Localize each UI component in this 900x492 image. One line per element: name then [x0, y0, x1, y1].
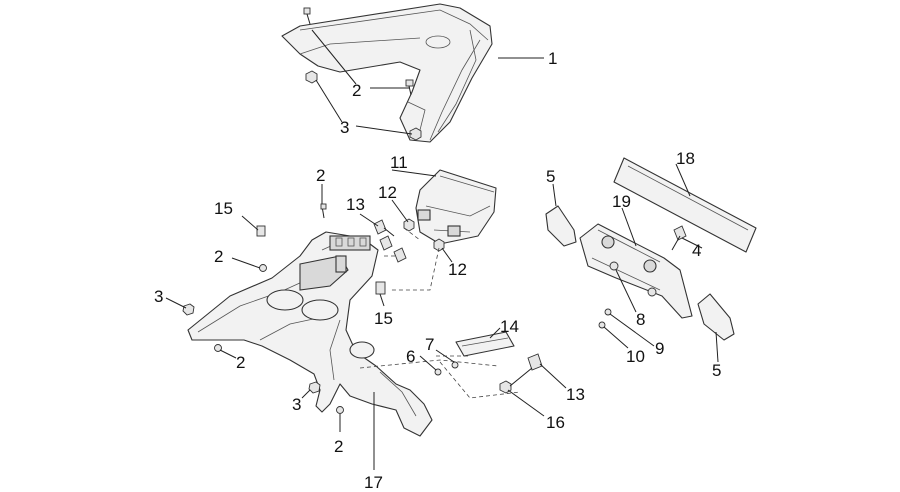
bolt-13-d	[509, 353, 543, 387]
license-plate	[613, 157, 757, 253]
callout-11: 11	[390, 153, 408, 172]
license-bracket	[415, 169, 497, 245]
callout-4: 4	[692, 241, 701, 260]
leader-3-b	[355, 125, 413, 135]
callout-17: 17	[364, 473, 383, 492]
leader-2-d	[231, 257, 261, 269]
bolt-13-b	[379, 235, 393, 251]
screw-2-top	[303, 7, 311, 25]
nut-3-right	[409, 127, 422, 141]
callout-14: 14	[500, 317, 519, 336]
callout-13-bottom: 13	[566, 385, 585, 404]
bolt-15-top	[256, 225, 266, 237]
callout-12-bottom: 12	[448, 260, 467, 279]
nut-3-frame-left	[182, 303, 195, 316]
callout-3-bottom: 3	[292, 395, 301, 414]
nut-2-left	[259, 264, 267, 272]
callout-6: 6	[406, 347, 415, 366]
callout-2-left: 2	[214, 247, 223, 266]
leader-14	[489, 327, 501, 339]
leader-11	[391, 169, 437, 177]
nut-7	[451, 361, 459, 369]
callout-1: 1	[548, 49, 557, 68]
bolt-4	[671, 225, 687, 251]
nut-3-frame-bottom	[308, 381, 321, 394]
leader-6	[419, 355, 437, 371]
screw-2-frame-top	[320, 203, 327, 219]
callout-3-left: 3	[154, 287, 163, 306]
callout-2-bottom: 2	[334, 437, 343, 456]
bolt-13-c	[393, 247, 407, 263]
leader-13-b	[539, 363, 567, 389]
screw-2-frame-bottom-2	[336, 406, 344, 414]
rear-mudguard-frame	[187, 231, 433, 437]
callout-2-frame-top: 2	[316, 166, 325, 185]
callout-9: 9	[655, 339, 664, 358]
nut-10	[598, 321, 606, 329]
leader-10	[603, 326, 629, 349]
leader-12-a	[391, 199, 409, 223]
leader-18	[675, 163, 691, 197]
washer-9	[604, 308, 612, 316]
leader-5-b	[715, 331, 719, 363]
leader-3-a	[315, 79, 343, 123]
leader-3-c	[165, 297, 187, 309]
reflector	[455, 331, 515, 357]
callout-5-right: 5	[712, 361, 721, 380]
callout-15-bottom: 15	[374, 309, 393, 328]
leader-5-a	[552, 183, 557, 207]
pad-5-left	[545, 205, 577, 247]
callout-2-top: 2	[352, 81, 361, 100]
callout-10: 10	[626, 347, 645, 366]
leader-2-a	[311, 29, 357, 85]
callout-16: 16	[546, 413, 565, 432]
leader-4	[681, 237, 703, 249]
leader-16	[507, 389, 545, 417]
callout-2-frame-bottom: 2	[236, 353, 245, 372]
leader-2-e	[219, 349, 237, 359]
washer-6	[434, 368, 442, 376]
leader-15-b	[379, 293, 385, 307]
pad-5-right	[697, 293, 735, 341]
callout-3-top: 3	[340, 118, 349, 137]
callout-13-top: 13	[346, 195, 365, 214]
callout-18: 18	[676, 149, 695, 168]
rear-tail-cover	[281, 3, 493, 143]
callout-7: 7	[425, 335, 434, 354]
callout-15-left: 15	[214, 199, 233, 218]
leader-3-d	[301, 389, 311, 399]
callout-5-left: 5	[546, 167, 555, 186]
leader-15-a	[241, 215, 259, 231]
spacer-15-bottom	[375, 281, 386, 295]
callout-12-top: 12	[378, 183, 397, 202]
nut-3-left	[305, 70, 318, 84]
leader-8	[615, 269, 637, 313]
leader-12-b	[441, 247, 453, 263]
leader-19	[621, 207, 637, 247]
callout-19: 19	[612, 192, 631, 211]
leader-9	[609, 313, 655, 347]
callout-8: 8	[636, 310, 645, 329]
nut-12-b	[433, 238, 445, 252]
bolt-13-a	[373, 219, 395, 237]
leader-13-a	[359, 213, 379, 227]
screw-2-frame-bottom	[214, 344, 222, 352]
leader-7	[435, 349, 455, 363]
plate-holder	[579, 223, 693, 319]
